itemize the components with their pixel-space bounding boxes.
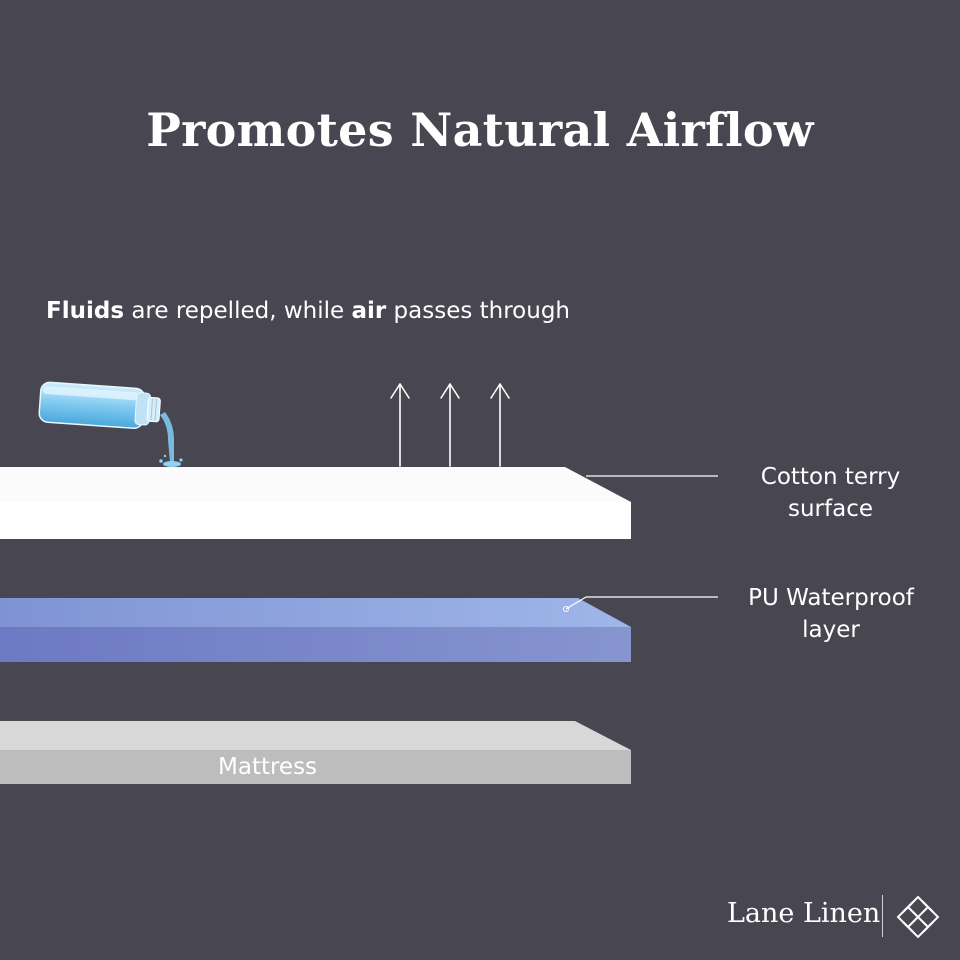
subtitle-text-2: passes through	[386, 298, 571, 324]
mattress-label: Mattress	[218, 754, 318, 780]
brand-divider	[882, 895, 883, 937]
airflow-arrow-icon	[390, 383, 410, 467]
cotton-terry-label-line-1: Cotton terry	[760, 464, 901, 490]
page-title: Promotes Natural Airflow	[146, 103, 814, 157]
pu-layer-label-line-2: layer	[802, 617, 860, 643]
cotton-terry-label-line-2: surface	[787, 496, 873, 522]
cotton-terry-layer	[0, 467, 631, 539]
airflow-arrow-icon	[490, 383, 510, 467]
airflow-arrow-icon	[440, 383, 460, 467]
subtitle: Fluids are repelled, while air passes th…	[46, 298, 570, 324]
pu-leader-line-diag	[565, 596, 587, 610]
lane-linen-logo-icon	[896, 895, 940, 939]
pu-layer-label: PU Waterproof layer	[736, 582, 926, 646]
subtitle-text-1: are repelled, while	[124, 298, 352, 324]
cotton-terry-label: Cotton terry surface	[748, 461, 913, 525]
subtitle-fluids: Fluids	[46, 298, 125, 324]
brand-name: Lane Linen	[727, 898, 881, 929]
mattress-layer	[0, 721, 631, 784]
water-bottle-icon	[38, 381, 183, 467]
subtitle-air: air	[351, 298, 387, 324]
pu-layer-label-line-1: PU Waterproof	[748, 585, 914, 611]
pu-leader-dot	[563, 606, 569, 612]
pu-waterproof-layer	[0, 598, 631, 662]
